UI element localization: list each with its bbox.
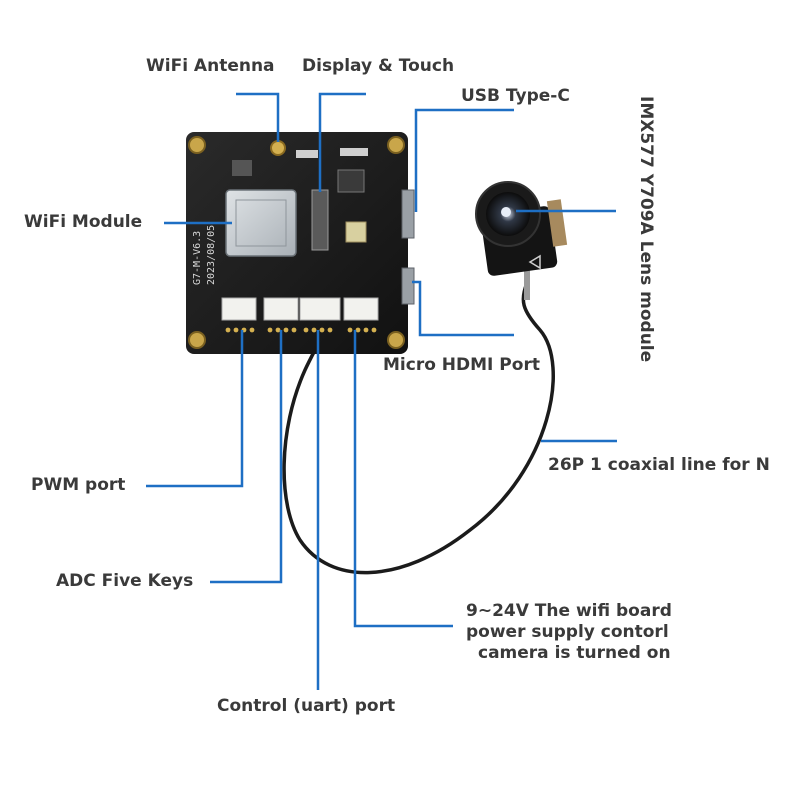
label-control-uart-port: Control (uart) port	[217, 696, 396, 716]
board-date-text: 2023/08/05	[206, 225, 217, 285]
mount-hole-icon	[188, 331, 206, 349]
leader-display-touch	[318, 92, 366, 192]
label-power-supply-line: 9~24V The wifi board	[466, 601, 672, 621]
board-version-text: G7-M-V6.3	[192, 231, 203, 285]
leader-pwm	[146, 330, 244, 488]
label-adc-five-keys: ADC Five Keys	[56, 571, 194, 591]
label-wifi-module: WiFi Module	[24, 212, 143, 232]
leader-adc	[210, 330, 283, 584]
pwm-connector	[221, 297, 257, 321]
antenna-connector-icon	[270, 140, 286, 156]
leader-power-supply	[353, 330, 453, 628]
micro-hdmi-port	[401, 267, 415, 305]
label-micro-hdmi: Micro HDMI Port	[383, 355, 540, 375]
usb-type-c-port	[401, 189, 415, 239]
label-power-supply-line: camera is turned on	[478, 643, 671, 663]
mount-hole-icon	[188, 136, 206, 154]
adc-connector	[263, 297, 299, 321]
label-coaxial-line: 26P 1 coaxial line for N	[548, 455, 770, 475]
label-wifi-antenna: WiFi Antenna	[146, 56, 275, 76]
leader-wifi-antenna	[236, 92, 280, 142]
label-power-supply-line: power supply contorl	[466, 622, 669, 642]
label-display-touch: Display & Touch	[302, 56, 455, 76]
mount-hole-icon	[387, 136, 405, 154]
leader-micro-hdmi	[412, 280, 514, 337]
label-lens-module: IMX577 Y709A Lens module	[636, 96, 656, 363]
leader-usb-type-c	[414, 108, 514, 212]
label-power-supply: 9~24V The wifi board power supply contor…	[466, 601, 672, 664]
display-fpc-connector	[311, 189, 329, 251]
uart-connector	[299, 297, 341, 321]
coaxial-cable	[282, 282, 555, 575]
mount-hole-icon	[387, 331, 405, 349]
label-usb-type-c: USB Type-C	[461, 86, 570, 106]
camera-lens-module	[475, 181, 568, 276]
label-pwm-port: PWM port	[31, 475, 126, 495]
power-connector	[343, 297, 379, 321]
pcb-board: G7-M-V6.3 2023/08/05	[186, 132, 415, 354]
